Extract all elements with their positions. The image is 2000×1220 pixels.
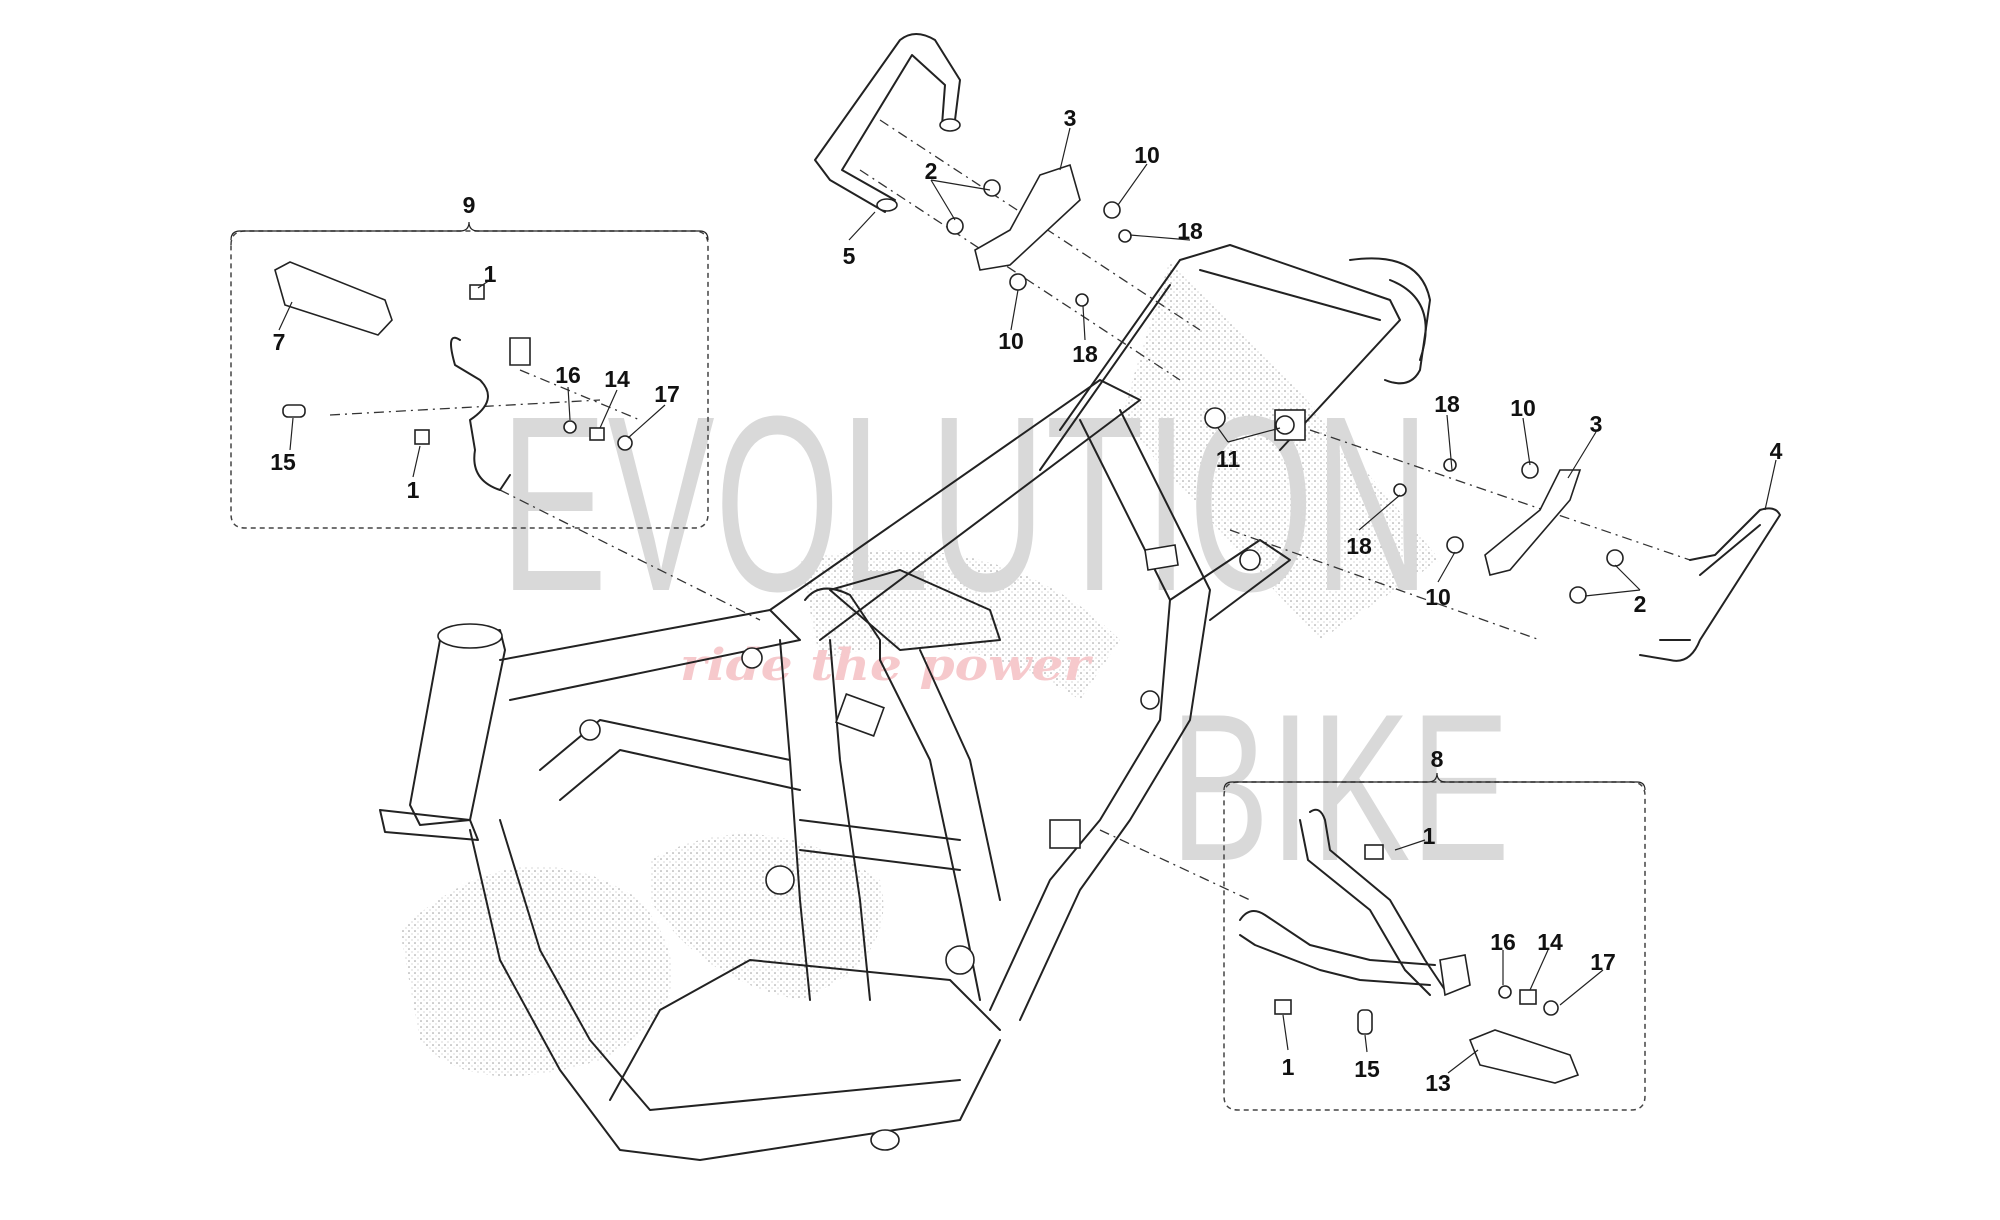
callout-bolt: 1 (407, 477, 420, 503)
upper-parts (814, 33, 1781, 662)
bracket-right (1484, 469, 1582, 576)
callout-spring: 14 (1537, 929, 1563, 955)
group-label-8: 8 (1431, 746, 1444, 772)
callout-clip: 17 (1590, 949, 1616, 975)
callout-bracket: 3 (1064, 105, 1077, 131)
grab-rail-left (814, 33, 961, 213)
callout-washer: 18 (1072, 341, 1098, 367)
callout-bolt: 10 (1134, 142, 1160, 168)
footrest-bracket-lower (1239, 910, 1436, 986)
callout-bolt: 10 (1425, 584, 1451, 610)
callout-washer: 18 (1177, 218, 1203, 244)
stipple-shape (400, 866, 672, 1076)
callout-spring: 14 (604, 366, 630, 392)
callout-bolt: 10 (1510, 395, 1536, 421)
group-label-9: 9 (463, 192, 476, 218)
watermark-slogan: ride the power (680, 640, 1093, 691)
callout-bolt: 1 (1423, 823, 1436, 849)
callout-footpeg: 13 (1425, 1070, 1451, 1096)
callout-bolt: 1 (1282, 1054, 1295, 1080)
footrest-bracket (450, 336, 511, 491)
callout-pin: 15 (1354, 1056, 1380, 1082)
callout-footpeg: 7 (273, 329, 286, 355)
callout-clip: 17 (654, 381, 680, 407)
callout-screws: 2 (1634, 591, 1647, 617)
stipple-shape (650, 834, 884, 1000)
bracket-left (974, 163, 1081, 271)
callout-ball: 16 (555, 362, 581, 388)
watermark: EVOLUTION BIKE ride the power (400, 260, 1510, 1076)
callout-pin: 15 (270, 449, 296, 475)
callout-grab-rail: 5 (843, 243, 856, 269)
footrest-bracket-upper (1309, 808, 1446, 991)
callout-washer: 18 (1346, 533, 1372, 559)
callout-washer: 18 (1434, 391, 1460, 417)
upper-callouts: 5 2 3 10 18 10 18 11 18 10 3 4 18 10 2 (843, 105, 1783, 617)
right-footrest-assembly: 8 1 16 14 17 1 15 13 (1223, 746, 1646, 1111)
footpeg-7 (274, 261, 393, 336)
callout-nut: 11 (1216, 446, 1241, 472)
main-frame (379, 244, 1431, 1161)
watermark-brand-top: EVOLUTION (500, 364, 1430, 643)
callout-grab-rail: 4 (1770, 438, 1783, 464)
grab-rail-right (1639, 507, 1781, 662)
left-footrest-assembly: 9 1 7 16 14 17 15 1 (230, 192, 709, 529)
callout-screws: 2 (925, 158, 938, 184)
footpeg-13 (1468, 1029, 1580, 1084)
callout-bracket: 3 (1590, 411, 1603, 437)
watermark-brand-bottom: BIKE (1170, 670, 1510, 905)
callout-bolt: 1 (484, 261, 497, 287)
callout-ball: 16 (1490, 929, 1516, 955)
stipple-shape (800, 550, 1120, 700)
callout-bolt: 10 (998, 328, 1024, 354)
